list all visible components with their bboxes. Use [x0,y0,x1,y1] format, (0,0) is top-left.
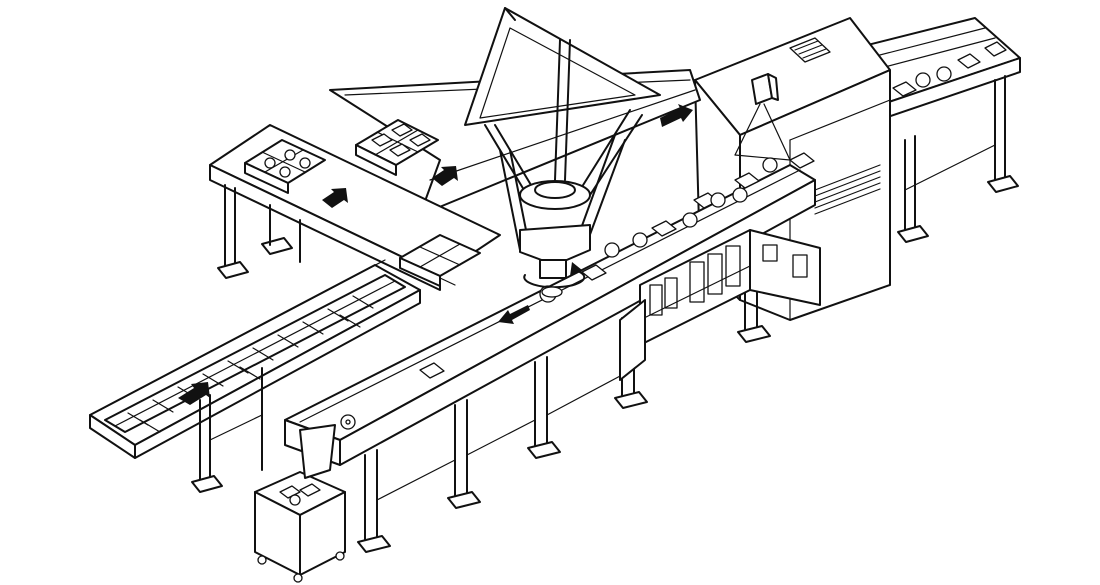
return-conveyor [209,119,501,291]
collection-bin-icon [254,424,346,583]
delta-robot-icon [464,7,661,298]
arrow-return-conveyor-right [432,166,458,186]
return-tray-1 [244,139,326,194]
return-tray-3 [399,234,481,287]
return-tray-2 [355,119,439,176]
arrow-top-right-conveyor [660,104,693,127]
cabinet-door-left [619,299,646,381]
tray-compartments [104,274,406,433]
arrow-main-conveyor [498,305,530,324]
control-cabinet-icon [619,229,821,381]
outfeed-parts [892,41,1007,97]
arrow-tray-conveyor [178,382,210,405]
flow-arrows [178,104,693,405]
camera-icon [734,73,791,161]
side-vent-icon [814,164,881,215]
arrow-return-conveyor-left [322,188,348,208]
tray-conveyor [89,259,421,493]
